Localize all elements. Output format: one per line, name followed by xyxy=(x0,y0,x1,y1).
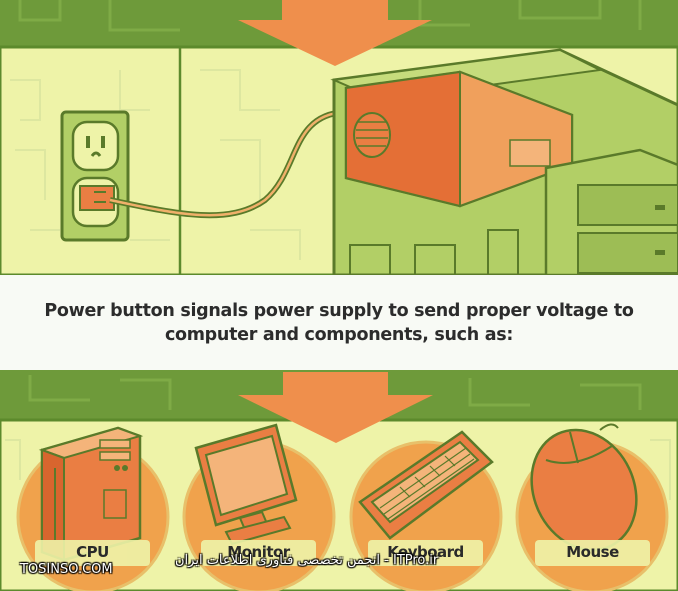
caption-line-1: Power button signals power supply to sen… xyxy=(44,301,634,321)
caption-text: Power button signals power supply to sen… xyxy=(0,276,678,370)
middle-arrow xyxy=(238,372,433,443)
wall-outlet-icon xyxy=(60,110,130,242)
fan-grill-icon xyxy=(353,112,391,158)
watermark-right: ITPro.ir - انجمن تخصصی فناوری اطلاعات ای… xyxy=(175,553,439,568)
keyboard-icon xyxy=(358,430,494,540)
computer-case-icon xyxy=(330,48,678,277)
caption-band xyxy=(0,275,678,370)
top-arrow xyxy=(238,0,432,66)
cpu-tower-icon xyxy=(38,426,144,562)
watermark-left: TOSINSO.COM xyxy=(20,562,113,577)
panel-circuit-pattern xyxy=(10,69,301,260)
mouse-label: Mouse xyxy=(566,543,619,561)
mouse-icon xyxy=(530,423,638,552)
cpu-label: CPU xyxy=(76,543,109,561)
monitor-label: Monitor xyxy=(227,543,290,561)
power-cord xyxy=(109,110,346,217)
keyboard-label: Keyboard xyxy=(387,543,464,561)
caption-line-2: computer and components, such as: xyxy=(164,325,514,345)
